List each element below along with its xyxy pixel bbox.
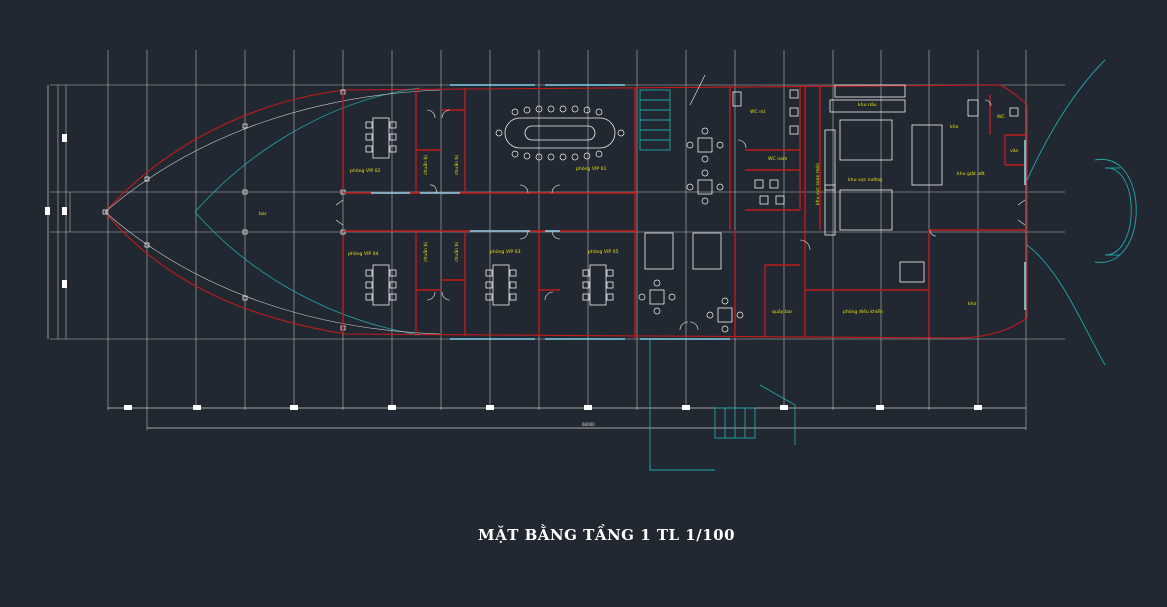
room-label-wc-nam: WC nam — [768, 156, 788, 162]
room-label-wc-nu: WC nữ — [750, 109, 766, 115]
dimension-markers — [45, 134, 982, 410]
hull-outline — [104, 84, 1028, 339]
room-label-office: văn — [1010, 148, 1019, 154]
room-label-storage-top: kho — [950, 124, 959, 130]
grid-lines — [50, 50, 1065, 430]
room-label-store-2: chuẩn bị — [453, 155, 460, 175]
room-labels: bar phòng VIP 02 phòng VIP 01 phòng VIP … — [259, 101, 1019, 315]
hull-markers — [102, 89, 346, 331]
room-label-control-room: phòng điều khiển — [843, 307, 883, 315]
room-label-wash-area: khu giặt ướt — [957, 170, 985, 177]
overall-dimension-label: 66000 — [582, 422, 595, 427]
room-label-wc-staff: WC — [997, 114, 1005, 120]
stairs — [639, 59, 1137, 471]
room-label-store-3: chuẩn bị — [422, 242, 429, 262]
room-label-bar: bar — [259, 211, 267, 217]
room-label-vip3: phòng VIP 03 — [490, 248, 521, 255]
room-label-kitchen: khu nấu — [858, 101, 877, 108]
room-label-storage-bottom: kho — [968, 301, 977, 307]
doors — [335, 74, 1026, 331]
room-label-vip1: phòng VIP 01 — [576, 165, 607, 172]
room-label-vip4: phòng VIP 04 — [348, 250, 379, 257]
windows — [371, 84, 1026, 340]
room-label-vip2: phòng VIP 02 — [350, 167, 381, 174]
interior-walls — [342, 85, 1025, 338]
room-label-bar-counter: quầy bar — [772, 307, 793, 315]
room-label-store-1: chuẩn bị — [422, 155, 429, 175]
furniture-chairs — [495, 105, 744, 333]
drawing-title: MẶT BẰNG TẦNG 1 TL 1/100 — [477, 526, 736, 544]
room-label-store-4: chuẩn bị — [453, 242, 460, 262]
room-label-prep-area: khu vực nướng — [848, 176, 882, 183]
furniture-tables — [365, 84, 1019, 323]
dimension-lines — [47, 85, 1026, 429]
room-label-kitchen-corridor: khu vực soạn món — [814, 163, 821, 205]
room-label-vip5: phòng VIP 05 — [588, 248, 619, 255]
